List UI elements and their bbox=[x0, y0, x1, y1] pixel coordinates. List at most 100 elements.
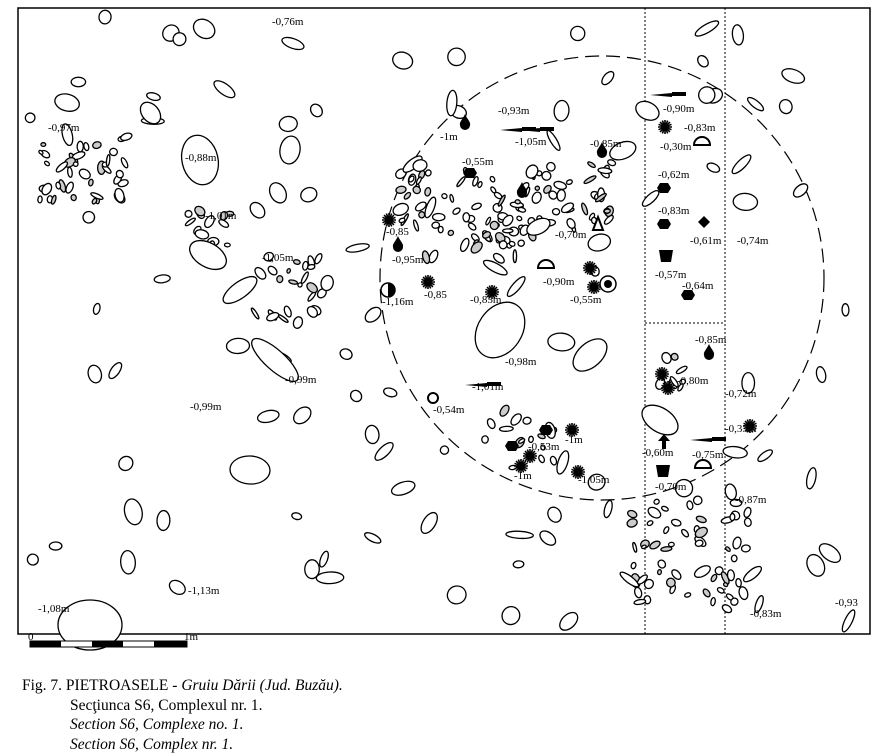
depth-label: -0,33m bbox=[725, 423, 757, 435]
stone bbox=[398, 217, 406, 224]
stone bbox=[300, 271, 309, 285]
stone bbox=[517, 239, 525, 247]
stone bbox=[512, 249, 518, 264]
stone bbox=[447, 229, 455, 237]
stone bbox=[486, 418, 496, 430]
stone bbox=[76, 140, 84, 153]
stone bbox=[547, 332, 576, 352]
stone bbox=[306, 282, 318, 294]
stone bbox=[729, 512, 736, 522]
depth-label: -0,61m bbox=[690, 235, 722, 247]
stone bbox=[78, 168, 91, 180]
stone bbox=[213, 80, 236, 99]
stone bbox=[91, 197, 98, 205]
knife-find-icon bbox=[518, 127, 554, 132]
stone bbox=[546, 129, 561, 152]
stone bbox=[670, 518, 682, 527]
depth-label: -0,99m bbox=[190, 401, 222, 413]
depth-label: -0,85m bbox=[695, 334, 727, 346]
circle-find-icon bbox=[427, 392, 439, 404]
stone bbox=[108, 362, 123, 380]
stone bbox=[418, 211, 426, 219]
stone bbox=[431, 221, 441, 229]
stone bbox=[194, 205, 206, 217]
stone bbox=[293, 406, 312, 425]
stone bbox=[754, 595, 764, 614]
stone bbox=[459, 237, 470, 253]
stone bbox=[267, 265, 278, 276]
stone bbox=[641, 544, 647, 550]
vessel-find-icon bbox=[656, 465, 670, 477]
stone bbox=[320, 274, 334, 292]
stone bbox=[281, 36, 305, 51]
stone bbox=[304, 559, 320, 580]
stone bbox=[694, 539, 704, 547]
stone bbox=[420, 511, 438, 535]
depth-label: -0,30m bbox=[660, 141, 692, 153]
stone bbox=[697, 55, 709, 68]
stone bbox=[65, 181, 74, 194]
stone bbox=[114, 187, 125, 203]
stone bbox=[120, 549, 136, 575]
stone bbox=[660, 546, 673, 552]
stone bbox=[72, 161, 79, 167]
stone bbox=[268, 182, 288, 204]
stone bbox=[70, 194, 77, 202]
stone bbox=[626, 518, 638, 528]
drop-find-icon bbox=[703, 344, 715, 360]
stone bbox=[90, 192, 104, 200]
stone bbox=[841, 303, 850, 317]
drop-find-icon bbox=[392, 236, 404, 252]
stone bbox=[276, 275, 284, 284]
stone bbox=[603, 214, 614, 225]
stone bbox=[306, 263, 316, 271]
stone bbox=[180, 134, 220, 186]
stone bbox=[456, 176, 466, 188]
drop-find-icon bbox=[516, 182, 528, 198]
stone bbox=[526, 217, 551, 236]
stone bbox=[726, 569, 736, 582]
stone bbox=[656, 569, 663, 576]
depth-label: -0,76m bbox=[272, 16, 304, 28]
stone bbox=[698, 86, 716, 104]
stone bbox=[505, 530, 534, 540]
depth-label: -1,05m bbox=[578, 474, 610, 486]
stone bbox=[306, 305, 319, 318]
stone bbox=[675, 365, 688, 375]
depth-label: -0,97m bbox=[48, 122, 80, 134]
stone bbox=[528, 435, 534, 444]
stone bbox=[431, 212, 446, 222]
stone bbox=[441, 193, 448, 200]
plan-frame bbox=[17, 7, 871, 635]
caption-french: Section S6, Complexe no. 1. bbox=[70, 716, 244, 733]
stone bbox=[674, 478, 694, 498]
stone bbox=[300, 186, 318, 203]
stone bbox=[374, 441, 394, 461]
stone bbox=[392, 202, 409, 217]
stone bbox=[502, 228, 514, 234]
stone bbox=[695, 515, 707, 524]
stone bbox=[679, 378, 687, 386]
knife-find-icon bbox=[465, 382, 501, 387]
stone bbox=[499, 404, 510, 417]
stone bbox=[471, 202, 482, 211]
stone bbox=[501, 606, 521, 626]
depth-label: -0,85m bbox=[470, 294, 502, 306]
star-find-icon bbox=[523, 449, 537, 463]
depth-label: -1,16m bbox=[382, 296, 414, 308]
stone bbox=[587, 473, 606, 491]
depth-label: -0,85 bbox=[424, 289, 447, 301]
figure-caption: Fig. 7. PIETROASELE - Gruiu Dării (Jud. … bbox=[22, 676, 343, 754]
stone bbox=[467, 222, 477, 231]
scale-bar: 0 1m bbox=[28, 631, 199, 648]
stone bbox=[92, 302, 101, 315]
stone bbox=[706, 162, 721, 173]
stone bbox=[364, 306, 382, 323]
stone bbox=[553, 99, 570, 122]
stone bbox=[266, 311, 280, 322]
stone bbox=[54, 93, 80, 112]
depth-label: -1m bbox=[565, 434, 583, 446]
ring-find-icon-core bbox=[604, 280, 612, 288]
stone bbox=[522, 416, 532, 425]
stone bbox=[115, 169, 124, 179]
